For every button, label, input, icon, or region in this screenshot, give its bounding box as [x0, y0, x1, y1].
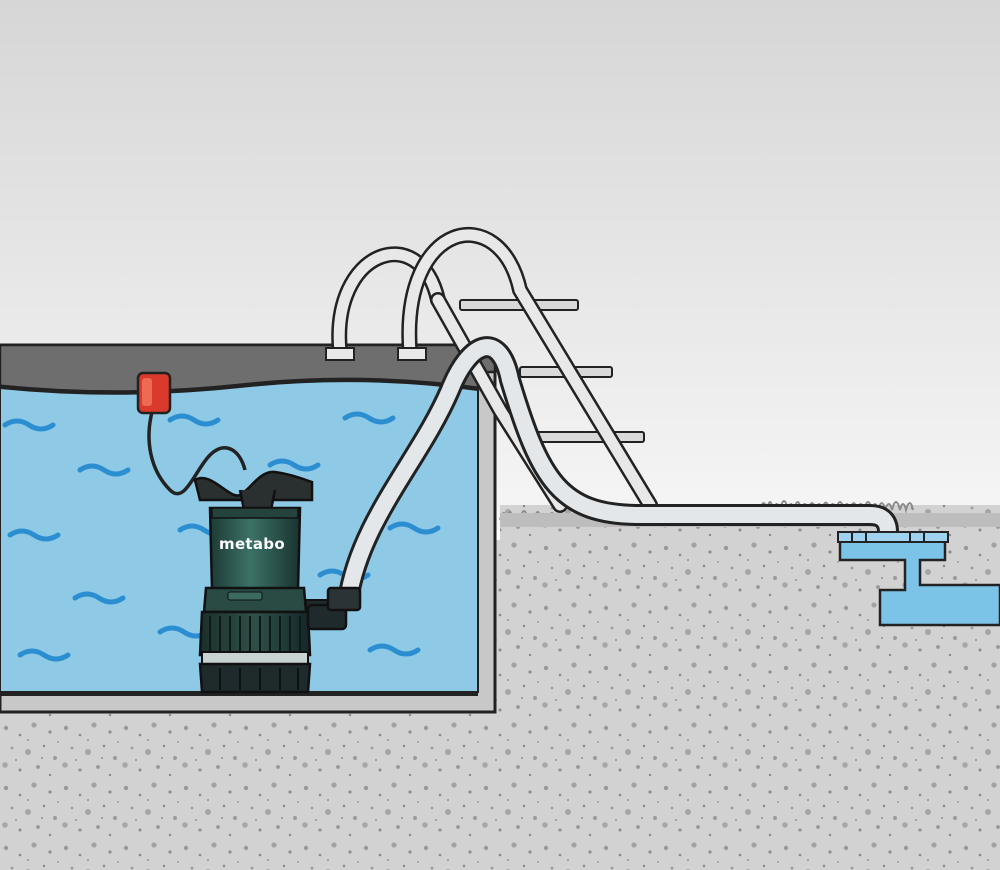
discharge-hose [337, 336, 899, 611]
drain [837, 531, 1000, 627]
pool-floor-line [0, 692, 478, 696]
pool-ladder [325, 226, 658, 513]
float-switch [136, 371, 172, 415]
water-surface-line [0, 377, 479, 394]
submersible-pump: metabo [193, 470, 362, 694]
pump-brand-label: metabo [219, 535, 285, 553]
float-switch-cable [147, 411, 247, 496]
